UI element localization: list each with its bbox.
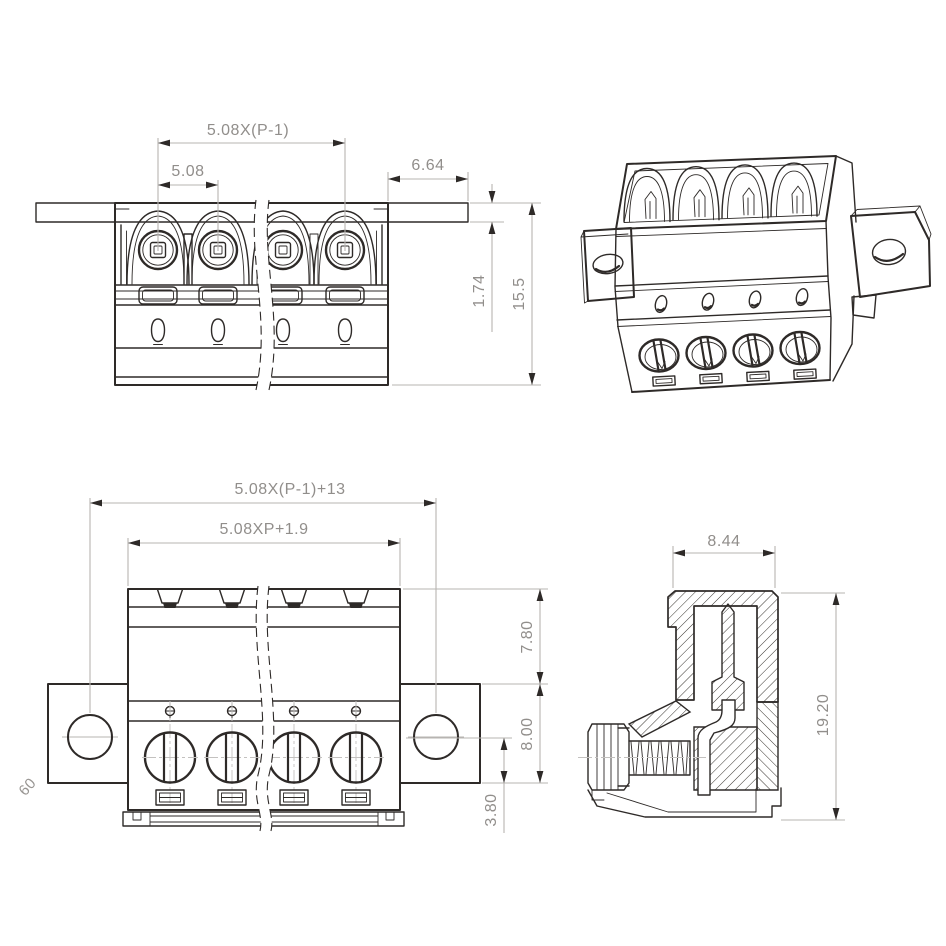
top-view <box>35 199 469 391</box>
dim-hole-to-bottom: 3.80 <box>483 793 500 826</box>
dim-overall-width: 5.08X(P-1)+13 <box>234 481 345 498</box>
front-left-hole <box>67 714 113 760</box>
section-right-block <box>756 701 779 791</box>
break-band <box>256 586 274 831</box>
section-threads <box>628 740 691 776</box>
isometric-view <box>580 155 932 393</box>
front-view-dimensions: 5.08X(P-1)+13 5.08XP+1.9 7.80 8.00 3.80 … <box>15 481 548 833</box>
iso-screws <box>638 330 821 373</box>
dim-pitch: 5.08 <box>171 163 204 180</box>
iso-right-ear <box>850 205 932 319</box>
iso-wire-ports <box>652 368 817 387</box>
section-tube-walls <box>667 590 779 703</box>
stray-label-60: 60 <box>15 775 39 800</box>
section-clamp-bar <box>627 700 692 738</box>
dim-flange-overhang: 6.64 <box>411 157 444 174</box>
iso-left-ear <box>580 227 635 304</box>
section-screw-head <box>587 723 630 791</box>
dim-overall-depth: 15.5 <box>511 277 528 310</box>
front-right-flange <box>399 683 481 784</box>
dim-flange-height: 8.00 <box>519 717 536 750</box>
iso-arch-cavities <box>623 162 818 223</box>
flange-strip <box>35 202 469 223</box>
dim-top-width: 8.44 <box>707 533 740 550</box>
section-bent-pin <box>697 699 736 796</box>
dim-upper-height: 7.80 <box>519 620 536 653</box>
section-skirt <box>587 787 782 818</box>
section-center-pin <box>711 603 745 711</box>
side-section-view <box>578 590 782 818</box>
dim-overall-height: 19.20 <box>815 694 832 737</box>
break-band <box>254 200 275 390</box>
front-right-hole <box>413 714 459 760</box>
top-view-body <box>114 202 389 386</box>
front-view <box>47 585 481 832</box>
front-left-flange <box>47 683 129 784</box>
dim-pitch-span: 5.08X(P-1) <box>207 122 289 139</box>
iso-latch-ovals <box>654 288 809 314</box>
top-view-dimensions: 5.08X(P-1) 5.08 6.64 1.74 15.5 <box>157 122 541 386</box>
section-view-dimensions: 8.44 19.20 <box>672 533 845 821</box>
dim-body-width: 5.08XP+1.9 <box>219 521 308 538</box>
dim-flange-thickness: 1.74 <box>471 274 488 307</box>
iso-bottom-edge <box>631 379 831 393</box>
